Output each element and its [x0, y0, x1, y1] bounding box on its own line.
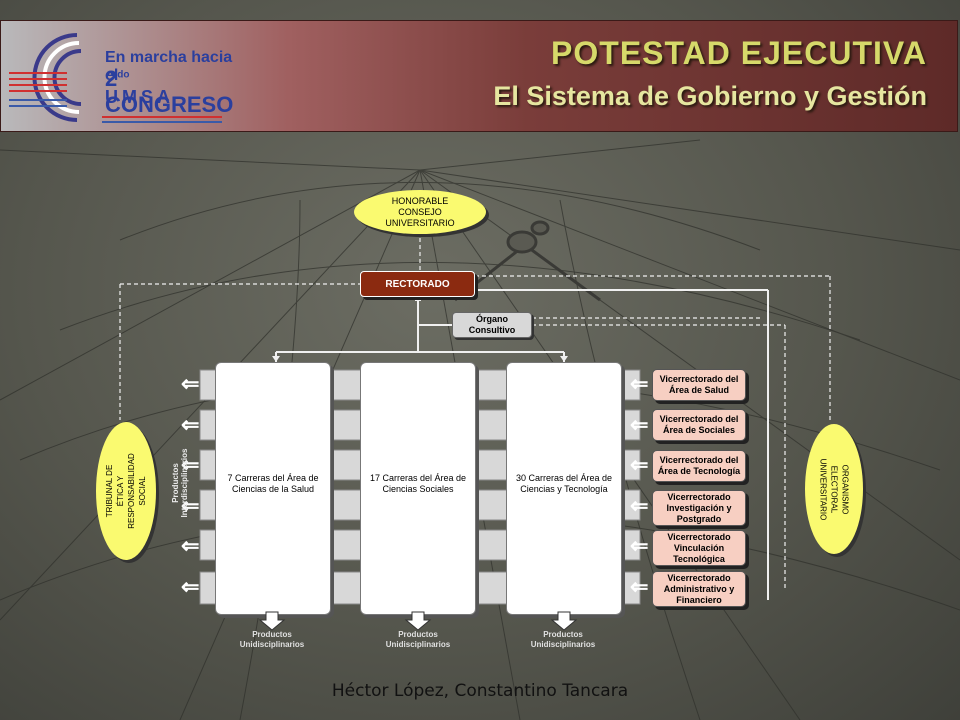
logo-line-1: En marcha hacia el [105, 49, 233, 84]
column-tecnologia: 30 Carreras del Área de Ciencias y Tecno… [506, 362, 622, 615]
organismo-electoral-node: ORGANISMO ELECTORAL UNIVERSITARIO [805, 424, 863, 554]
input-arrow-icon: ⇐ [630, 493, 649, 518]
footer-authors: Héctor López, Constantino Tancara [331, 681, 629, 701]
logo-line-3: UMSA [105, 87, 174, 107]
logo-underline [102, 116, 222, 123]
output-arrow-icon: ⇐ [181, 371, 200, 396]
vicerrectorado-tecnologia: Vicerrectorado del Área de Tecnología [652, 450, 746, 482]
vicerrectorado-vinculacion: Vicerrectorado Vinculación Tecnológica [652, 530, 746, 566]
page-title: POTESTAD EJECUTIVA [551, 35, 927, 71]
input-arrow-icon: ⇐ [630, 371, 649, 396]
vicerrectorado-salud: Vicerrectorado del Área de Salud [652, 369, 746, 401]
column-sociales: 17 Carreras del Área de Ciencias Sociale… [360, 362, 476, 615]
rectorado-node: RECTORADO [360, 271, 475, 297]
input-arrow-icon: ⇐ [630, 574, 649, 599]
consejo-universitario-node: HONORABLE CONSEJO UNIVERSITARIO [354, 190, 486, 234]
productos-unidisciplinarios-label: Productos Unidisciplinarios [239, 630, 305, 649]
header-banner: En marcha hacia el 2do CONGRESO UMSA POT… [0, 20, 958, 132]
output-arrow-icon: ⇐ [181, 574, 200, 599]
page-subtitle: El Sistema de Gobierno y Gestión [493, 81, 927, 111]
output-arrow-icon: ⇐ [181, 452, 200, 477]
productos-unidisciplinarios-label: Productos Unidisciplinarios [385, 630, 451, 649]
output-arrow-icon: ⇐ [181, 533, 200, 558]
output-arrow-icon: ⇐ [181, 493, 200, 518]
vicerrectorado-sociales: Vicerrectorado del Área de Sociales [652, 409, 746, 441]
tribunal-etica-node: TRIBUNAL DE ÉTICA Y RESPONSABILIDAD SOCI… [96, 422, 156, 560]
productos-interdisciplinarios-label: Productos Interdisciplinarios [171, 448, 189, 518]
logo-line-2: 2do CONGRESO [105, 66, 234, 117]
column-salud: 7 Carreras del Área de Ciencias de la Sa… [215, 362, 331, 615]
output-arrow-icon: ⇐ [181, 412, 200, 437]
vicerrectorado-investigacion: Vicerrectorado Investigación y Postgrado [652, 490, 746, 526]
input-arrow-icon: ⇐ [630, 452, 649, 477]
input-arrow-icon: ⇐ [630, 412, 649, 437]
organo-consultivo-node: Órgano Consultivo [452, 312, 532, 338]
productos-unidisciplinarios-label: Productos Unidisciplinarios [530, 630, 596, 649]
logo-emblem-icon [9, 33, 82, 122]
input-arrow-icon: ⇐ [630, 533, 649, 558]
vicerrectorado-administrativo: Vicerrectorado Administrativo y Financie… [652, 571, 746, 607]
congreso-logo: En marcha hacia el 2do CONGRESO UMSA [7, 25, 247, 129]
